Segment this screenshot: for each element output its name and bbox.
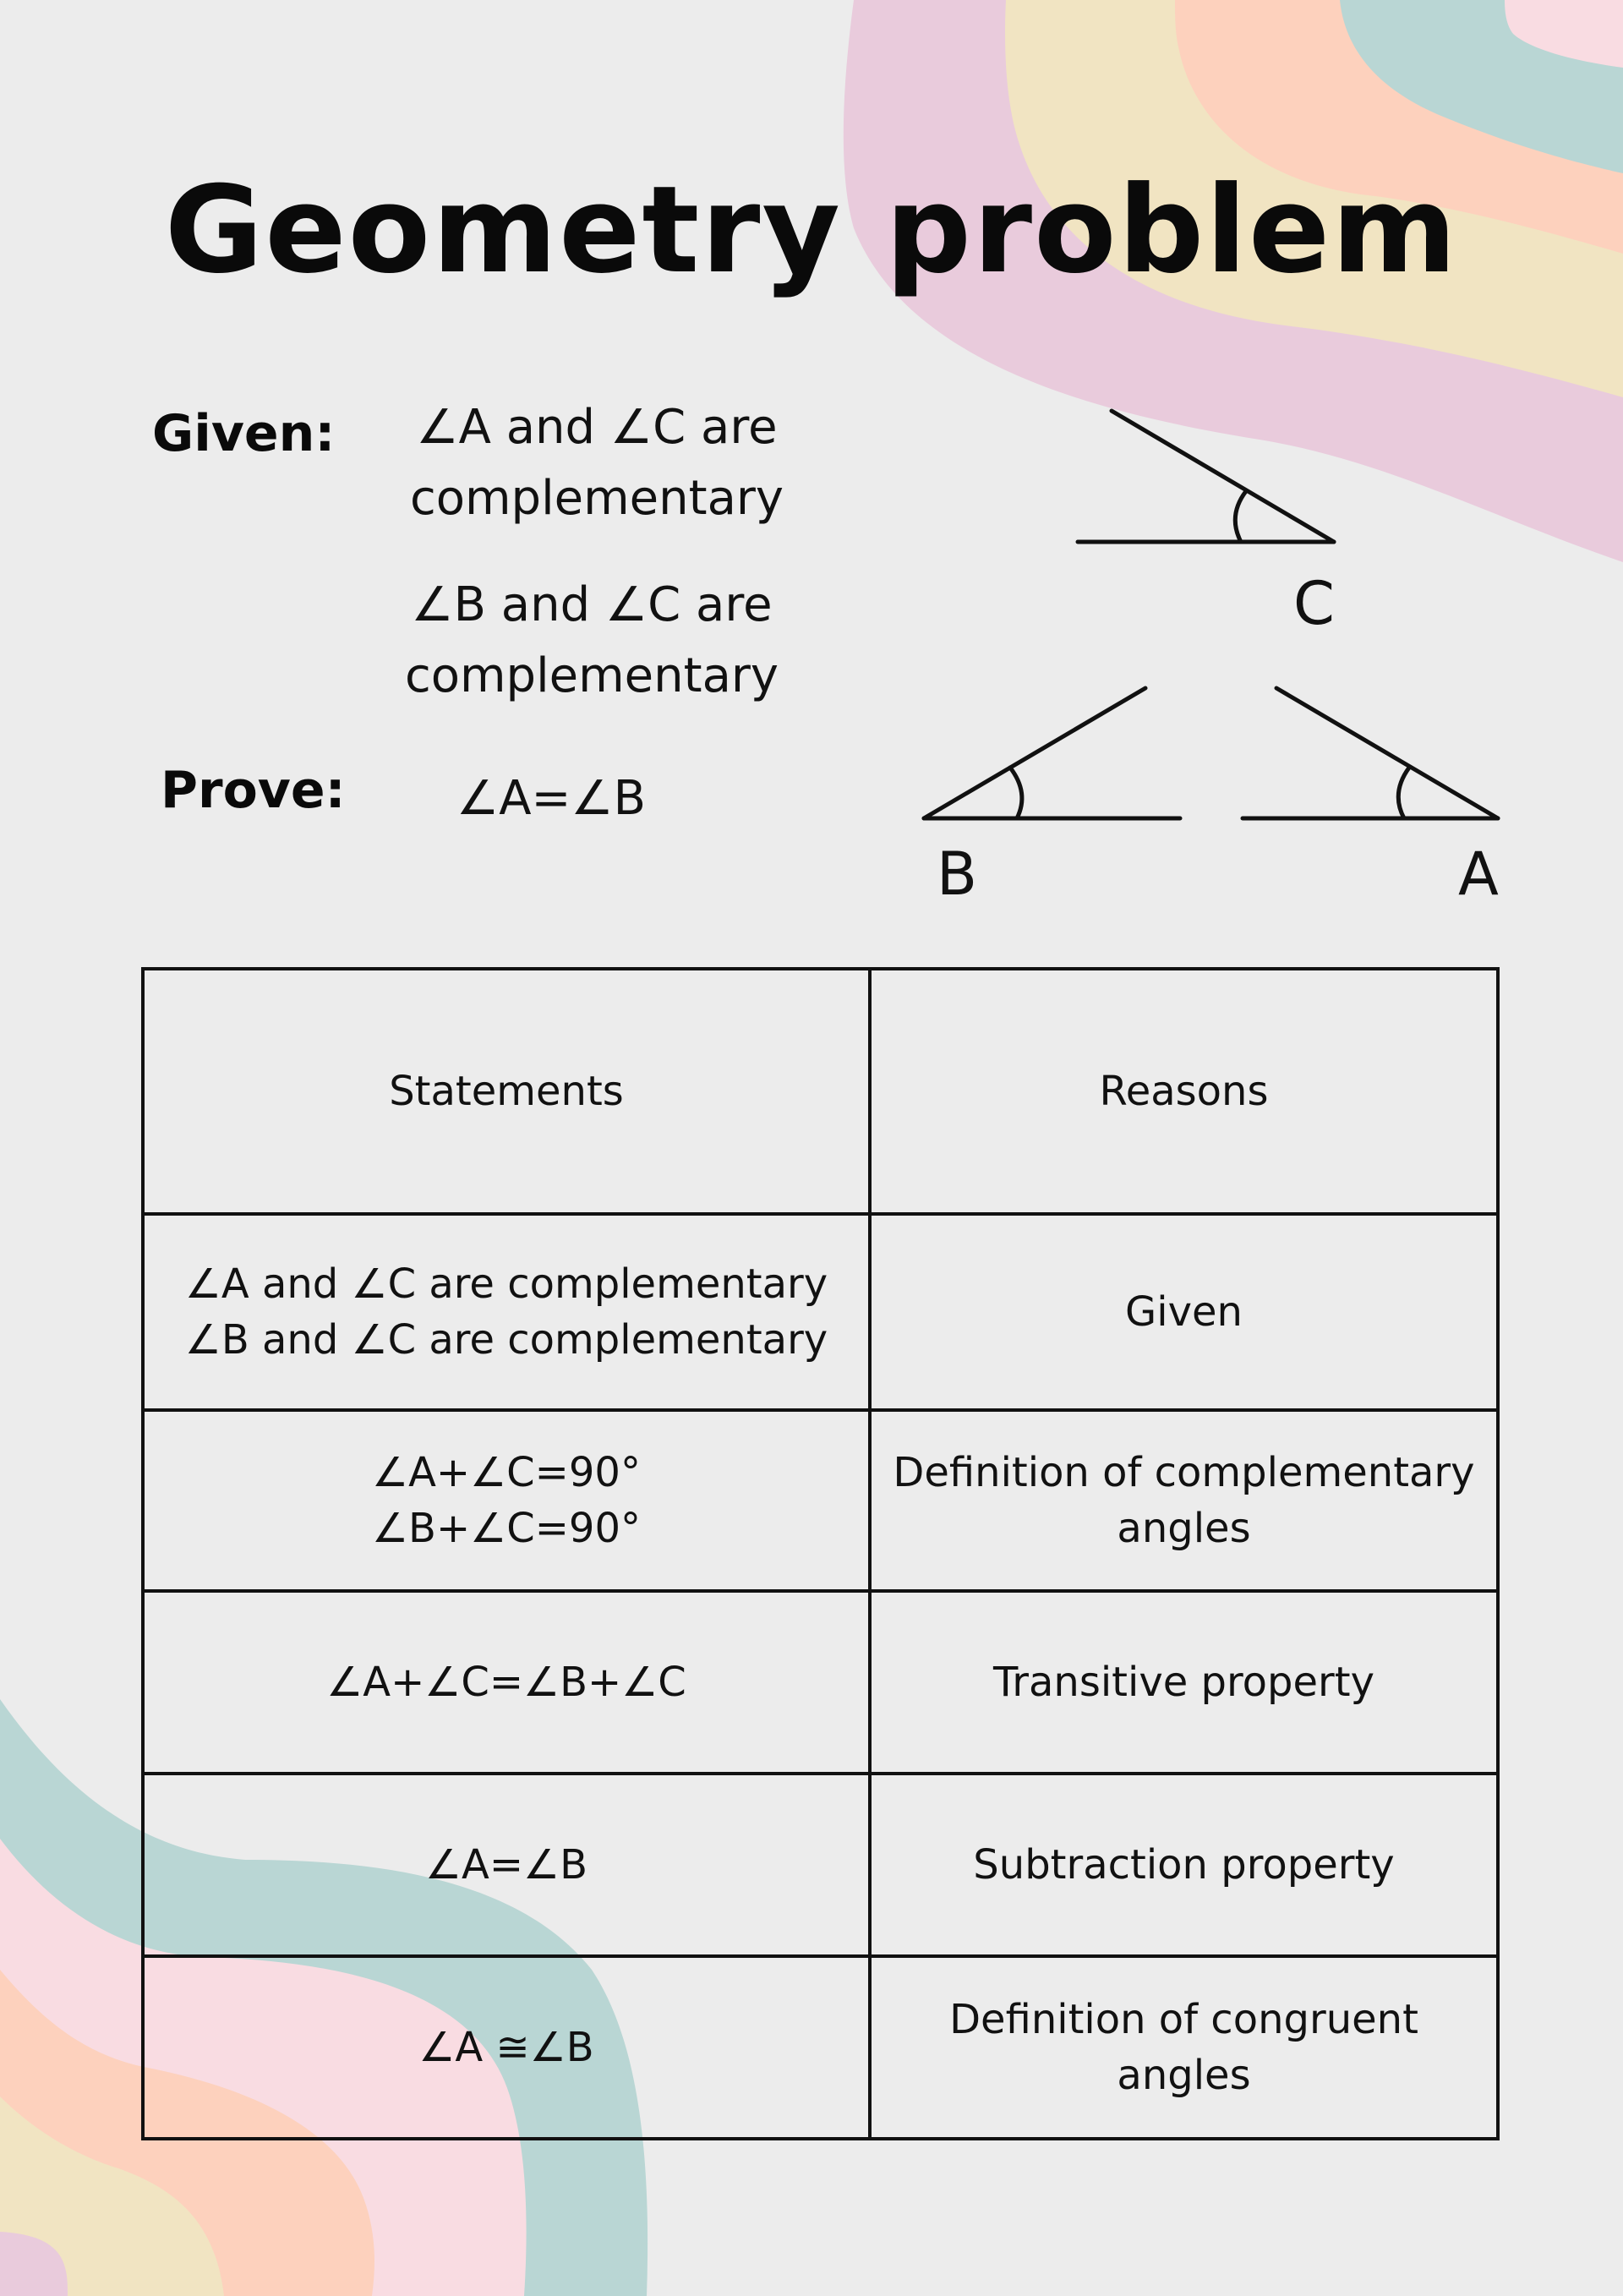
angle-c-arc [1232, 489, 1249, 544]
wave-yellow-bottom [0, 2096, 224, 2296]
wave-pink-bottom [0, 2232, 68, 2296]
angle-c-side-ray [1109, 408, 1336, 544]
proof-table: Statements Reasons ∠A and ∠C are complem… [141, 967, 1500, 2140]
statement-line: ∠B and ∠C are complementary [184, 1316, 828, 1364]
reasons-header: Reasons [868, 967, 1500, 1216]
reason-cell: Transitive property [868, 1589, 1500, 1775]
reason-cell: Definition of congruent angles [868, 1954, 1500, 2140]
statement-cell: ∠A=∠B [141, 1772, 872, 1958]
reason-cell: Given [868, 1212, 1500, 1412]
angle-b-side-ray [921, 686, 1148, 821]
statement-cell: ∠A+∠C=90° ∠B+∠C=90° [141, 1408, 872, 1593]
statement-line: ∠A+∠C=∠B+∠C [326, 1659, 686, 1706]
proof-row: ∠A+∠C=90° ∠B+∠C=90° Definition of comple… [141, 1408, 1500, 1593]
angle-b-label: B [937, 839, 977, 909]
page-title: Geometry problem [164, 161, 1459, 300]
given-statement-1: ∠A and ∠C are complementary [409, 400, 784, 526]
proof-row: ∠A=∠B Subtraction property [141, 1772, 1500, 1958]
angle-b-diagram [921, 686, 1183, 821]
angle-c-label: C [1293, 569, 1335, 638]
statement-line: ∠A ≅∠B [418, 2024, 594, 2071]
proof-row: ∠A+∠C=∠B+∠C Transitive property [141, 1589, 1500, 1775]
statement-cell: ∠A+∠C=∠B+∠C [141, 1589, 872, 1775]
statement-line: ∠A=∠B [424, 1841, 588, 1889]
proof-row: ∠A ≅∠B Definition of congruent angles [141, 1954, 1500, 2140]
reason-cell: Definition of complementary angles [868, 1408, 1500, 1593]
statement-cell: ∠A ≅∠B [141, 1954, 872, 2140]
proof-header-row: Statements Reasons [141, 967, 1500, 1216]
angle-a-label: A [1458, 839, 1499, 909]
proof-row: ∠A and ∠C are complementary ∠B and ∠C ar… [141, 1212, 1500, 1412]
angle-diagrams: C B A [921, 408, 1500, 909]
statement-cell: ∠A and ∠C are complementary ∠B and ∠C ar… [141, 1212, 872, 1412]
prove-label: Prove: [161, 761, 346, 820]
statement-line: ∠A+∠C=90° [372, 1449, 641, 1496]
angle-a-diagram [1240, 686, 1500, 821]
given-statement-2: ∠B and ∠C are complementary [404, 577, 779, 703]
statements-header: Statements [141, 967, 872, 1216]
wave-lightpink-top [1505, 0, 1623, 68]
statement-line: ∠A and ∠C are complementary [184, 1260, 828, 1308]
prove-statement: ∠A=∠B [456, 771, 647, 826]
angle-a-arc [1396, 765, 1412, 821]
angle-a-side-ray [1274, 686, 1500, 821]
statement-line: ∠B+∠C=90° [371, 1505, 642, 1552]
angle-c-diagram [1075, 408, 1336, 544]
given-label: Given: [152, 404, 336, 463]
angle-b-arc [1008, 765, 1025, 821]
reason-cell: Subtraction property [868, 1772, 1500, 1958]
